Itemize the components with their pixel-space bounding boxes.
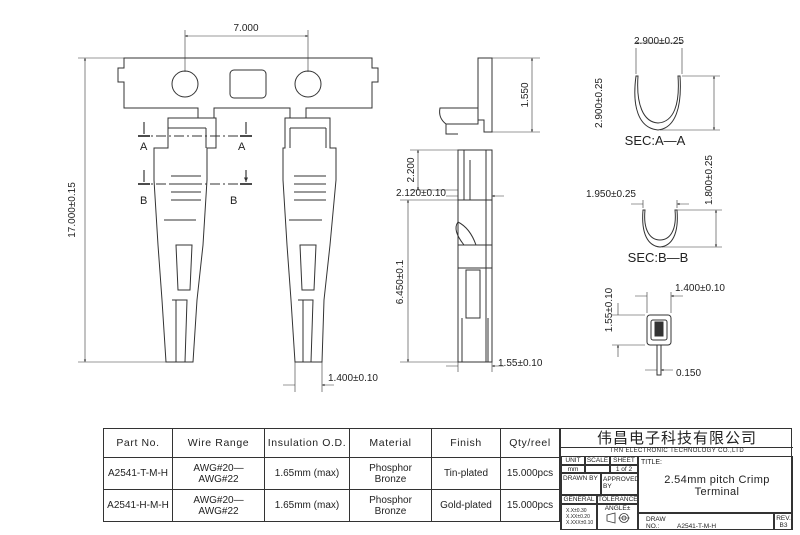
cell-wire-range: AWG#20—AWG#22 bbox=[172, 457, 265, 490]
company-name-cn: 伟昌电子科技有限公司 bbox=[561, 429, 793, 448]
cell-part-no: A2541-T-M-H bbox=[103, 457, 173, 490]
sheet-value: 1 of 2 bbox=[610, 465, 638, 473]
section-bb-labels: 1.950±0.25 1.800±0.25 SEC:B—B bbox=[586, 155, 715, 265]
general-label: GENERAL bbox=[561, 495, 597, 504]
header-wire-range: Wire Range bbox=[172, 428, 265, 458]
header-qty: Qty/reel bbox=[500, 428, 560, 458]
unit-value: mm bbox=[561, 465, 585, 473]
side-spring bbox=[455, 221, 477, 246]
dim-total-length: 17.000±0.15 bbox=[67, 182, 78, 238]
rev-label: REV. bbox=[776, 515, 791, 522]
header-insulation: Insulation O.D. bbox=[264, 428, 350, 458]
header-part-no: Part No. bbox=[103, 428, 173, 458]
section-bb-label: SEC:B—B bbox=[628, 250, 689, 265]
side-hook bbox=[439, 107, 479, 125]
side-view bbox=[400, 57, 540, 372]
section-mark-b-left: B bbox=[140, 195, 147, 207]
cell-wire-range: AWG#20—AWG#22 bbox=[172, 489, 265, 522]
side-view-labels: 1.550 2.200 2.120±0.10 6.450±0.1 1.55±0.… bbox=[395, 82, 543, 369]
side-body bbox=[457, 149, 493, 363]
draw-no: A2541-T-M-H bbox=[677, 523, 717, 530]
section-aa-labels: 2.900±0.25 2.900±0.25 SEC:A—A bbox=[594, 36, 686, 148]
dim-insulation-len: 2.200 bbox=[406, 157, 417, 182]
dim-end-view-width: 1.400±0.10 bbox=[675, 283, 725, 294]
scale-value bbox=[585, 465, 610, 473]
table-row: A2541-H-M-H AWG#20—AWG#22 1.65mm (max) P… bbox=[103, 489, 560, 522]
cell-insulation: 1.65mm (max) bbox=[264, 489, 350, 522]
no-label: NO.: bbox=[646, 523, 660, 530]
end-view-labels: 1.400±0.10 1.55±0.10 0.150 bbox=[604, 283, 725, 379]
dim-sec-aa-height: 2.900±0.25 bbox=[594, 78, 605, 128]
front-view-labels: 7.000 17.000±0.15 1.400±0.10 A A B B bbox=[67, 23, 378, 384]
cell-part-no: A2541-H-M-H bbox=[103, 489, 173, 522]
section-bb-profile bbox=[642, 209, 678, 248]
section-aa-profile bbox=[634, 75, 681, 131]
angle-cell: ANGLE± bbox=[597, 504, 638, 530]
tolerance-1: X.X±0.30 bbox=[566, 508, 587, 514]
side-tab bbox=[477, 57, 493, 133]
title-label: TITLE: bbox=[641, 459, 663, 466]
draw-label: DRAW bbox=[646, 516, 666, 523]
dim-sec-bb-width: 1.950±0.25 bbox=[586, 189, 636, 200]
table-row: A2541-T-M-H AWG#20—AWG#22 1.65mm (max) P… bbox=[103, 457, 560, 490]
spec-table: Part No. Wire Range Insulation O.D. Mate… bbox=[103, 428, 560, 522]
sheet-label: SHEET bbox=[610, 456, 638, 465]
tolerance-values: X.X±0.30 X.XX±0.20 X.XXX±0.10 bbox=[561, 504, 597, 530]
cell-material: Phosphor Bronze bbox=[349, 489, 432, 522]
angle-label: ANGLE± bbox=[604, 505, 631, 512]
cell-finish: Gold-plated bbox=[431, 489, 501, 522]
drawing-title: 2.54mm pitch Crimp Terminal bbox=[664, 474, 770, 498]
section-aa-view bbox=[634, 41, 720, 131]
rev-cell: REV. B3 bbox=[774, 513, 793, 530]
front-view bbox=[78, 30, 379, 392]
scale-label: SCALE bbox=[585, 456, 610, 465]
tolerance-3: X.XXX±0.10 bbox=[566, 520, 594, 526]
pilot-hole-left bbox=[171, 70, 199, 98]
tolerance-2: X.XX±0.20 bbox=[566, 514, 590, 520]
tolerance-label: TOLERANCE bbox=[597, 495, 638, 504]
section-arrows bbox=[138, 122, 252, 184]
title-block: 伟昌电子科技有限公司 TRN ELECTRONIC TECHNOLOGY CO.… bbox=[560, 428, 793, 530]
cell-insulation: 1.65mm (max) bbox=[264, 457, 350, 490]
spec-header-row: Part No. Wire Range Insulation O.D. Mate… bbox=[103, 428, 560, 458]
dim-sec-aa-width: 2.900±0.25 bbox=[634, 36, 684, 47]
unit-label: UNIT bbox=[561, 456, 585, 465]
end-view bbox=[612, 292, 683, 376]
dim-contact-len: 6.450±0.1 bbox=[395, 259, 406, 304]
dim-thickness: 1.55±0.10 bbox=[498, 358, 543, 369]
projection-symbol-icon bbox=[606, 512, 630, 524]
dim-end-view-height: 1.55±0.10 bbox=[604, 287, 615, 332]
dim-end-view-pin: 0.150 bbox=[676, 368, 701, 379]
section-aa-label: SEC:A—A bbox=[625, 133, 686, 148]
dim-top-offset: 1.550 bbox=[520, 82, 531, 107]
drawn-by: DRAWN BY bbox=[561, 473, 601, 495]
end-view-body bbox=[646, 314, 672, 346]
cell-finish: Tin-plated bbox=[431, 457, 501, 490]
carrier-strip bbox=[117, 57, 379, 119]
section-bb-view bbox=[631, 200, 722, 248]
dim-side-gap: 2.120±0.10 bbox=[396, 188, 446, 199]
dim-sec-bb-height: 1.800±0.25 bbox=[704, 155, 715, 205]
section-mark-a-left: A bbox=[140, 141, 148, 153]
cell-qty: 15.000pcs bbox=[500, 457, 560, 490]
section-mark-a-right: A bbox=[238, 141, 246, 153]
strip-slot bbox=[229, 69, 267, 99]
technical-drawing: 7.000 17.000±0.15 1.400±0.10 A A B B 1.5… bbox=[67, 23, 725, 392]
header-material: Material bbox=[349, 428, 432, 458]
cell-material: Phosphor Bronze bbox=[349, 457, 432, 490]
draw-no-cell: DRAW NO.: A2541-T-M-H bbox=[638, 513, 774, 530]
header-finish: Finish bbox=[431, 428, 501, 458]
cell-qty: 15.000pcs bbox=[500, 489, 560, 522]
terminal-right bbox=[282, 117, 337, 363]
approved-by: APPROVED BY bbox=[601, 473, 639, 495]
terminal-left bbox=[153, 117, 217, 363]
section-mark-b-right: B bbox=[230, 195, 237, 207]
dim-front-width: 1.400±0.10 bbox=[328, 373, 378, 384]
rev-value: B3 bbox=[779, 522, 788, 529]
title-cell: TITLE: 2.54mm pitch Crimp Terminal bbox=[638, 456, 793, 513]
dim-pitch: 7.000 bbox=[233, 23, 258, 34]
pilot-hole-right bbox=[294, 70, 322, 98]
